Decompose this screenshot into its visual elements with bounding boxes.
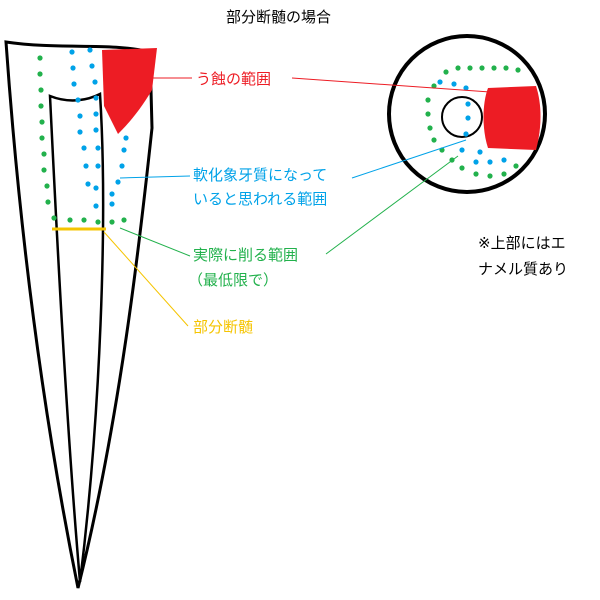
softened-dot: [92, 79, 98, 85]
softened-dot: [465, 115, 471, 121]
softened-dot: [465, 101, 471, 107]
removal-label-line1: 実際に削る範囲: [193, 246, 298, 264]
tooth-outline: [4, 40, 154, 589]
softened-dot: [70, 65, 76, 71]
softened-dot: [83, 163, 89, 169]
softened-dot: [87, 47, 93, 53]
caries-area: [102, 48, 157, 134]
softened-dot: [121, 147, 127, 153]
softened-dot: [77, 129, 83, 135]
removal-dot: [45, 199, 51, 205]
softened-dot: [85, 181, 91, 187]
pulpotomy-leader: [103, 231, 189, 327]
removal-dot: [41, 151, 47, 157]
cross-section-outline: [387, 34, 547, 194]
removal-dot: [67, 217, 73, 223]
removal-dot: [455, 65, 461, 71]
softened-dot: [95, 163, 101, 169]
removal-label-line2: （最低限で）: [188, 271, 278, 289]
softened-dot: [119, 163, 125, 169]
removal-dot: [425, 111, 431, 117]
removal-dot: [109, 219, 115, 225]
cross-section-softened-dots: [437, 79, 507, 165]
removal-dot: [473, 171, 479, 177]
softened-leader-left: [119, 175, 191, 179]
removal-dot: [459, 165, 465, 171]
removal-leader-right: [325, 155, 459, 255]
softened-dot: [93, 203, 99, 209]
softened-dot: [93, 185, 99, 191]
softened-dot: [93, 127, 99, 133]
softened-dot: [473, 159, 479, 165]
removal-leader-left: [119, 227, 191, 257]
softened-label-line2: いると思われる範囲: [193, 190, 327, 208]
softened-dot: [93, 111, 99, 117]
softened-dot: [477, 149, 483, 155]
removal-dot: [431, 137, 437, 143]
removal-dot: [491, 65, 497, 71]
diagram-title: 部分断髄の場合: [226, 8, 331, 26]
removal-dot: [513, 163, 519, 169]
removal-dot: [39, 119, 45, 125]
softened-dot: [501, 157, 507, 163]
enamel-note-line1: ※上部にはエ: [478, 234, 566, 252]
softened-dot: [487, 159, 493, 165]
cross-section-caries: [483, 86, 541, 150]
enamel-note-line2: ナメル質あり: [478, 260, 568, 278]
softened-dot: [451, 81, 457, 87]
softened-dot: [71, 81, 77, 87]
softened-dentin-dots: [69, 47, 129, 209]
removal-dot: [431, 83, 437, 89]
removal-dot: [515, 67, 521, 73]
softened-dot: [123, 135, 129, 141]
removal-dot: [479, 65, 485, 71]
pulp-canal-outline: [48, 92, 105, 583]
removal-dot: [425, 97, 431, 103]
removal-dot: [37, 55, 43, 61]
softened-dot: [75, 97, 81, 103]
softened-dot: [109, 191, 115, 197]
softened-dot: [109, 201, 115, 207]
softened-dot: [463, 85, 469, 91]
removal-dot: [51, 215, 57, 221]
softened-dot: [463, 131, 469, 137]
removal-dot: [427, 125, 433, 131]
removal-dot: [38, 103, 44, 109]
pulpotomy-label: 部分断髄: [193, 318, 253, 336]
removal-dot: [39, 135, 45, 141]
removal-dot: [95, 219, 101, 225]
removal-range-dots: [37, 55, 127, 225]
softened-label-line1: 軟化象牙質になって: [193, 166, 327, 184]
softened-dot: [81, 145, 87, 151]
removal-dot: [81, 217, 87, 223]
removal-dot: [37, 71, 43, 77]
softened-dot: [69, 49, 75, 55]
removal-dot: [44, 183, 50, 189]
softened-dot: [93, 95, 99, 101]
caries-label: う蝕の範囲: [196, 70, 271, 88]
softened-dot: [89, 63, 95, 69]
cross-section-removal-dots: [425, 65, 521, 179]
softened-dot: [77, 113, 83, 119]
softened-dot: [437, 79, 443, 85]
softened-dot: [459, 147, 465, 153]
removal-dot: [467, 65, 473, 71]
removal-dot: [41, 167, 47, 173]
softened-dot: [115, 179, 121, 185]
removal-dot: [121, 217, 127, 223]
removal-dot: [487, 173, 493, 179]
removal-dot: [501, 171, 507, 177]
softened-leader-right: [351, 139, 467, 179]
removal-dot: [443, 69, 449, 75]
softened-dot: [95, 145, 101, 151]
cross-section-pulp: [441, 96, 483, 138]
removal-dot: [38, 87, 44, 93]
removal-dot: [503, 65, 509, 71]
caries-leader-right: [291, 77, 491, 93]
